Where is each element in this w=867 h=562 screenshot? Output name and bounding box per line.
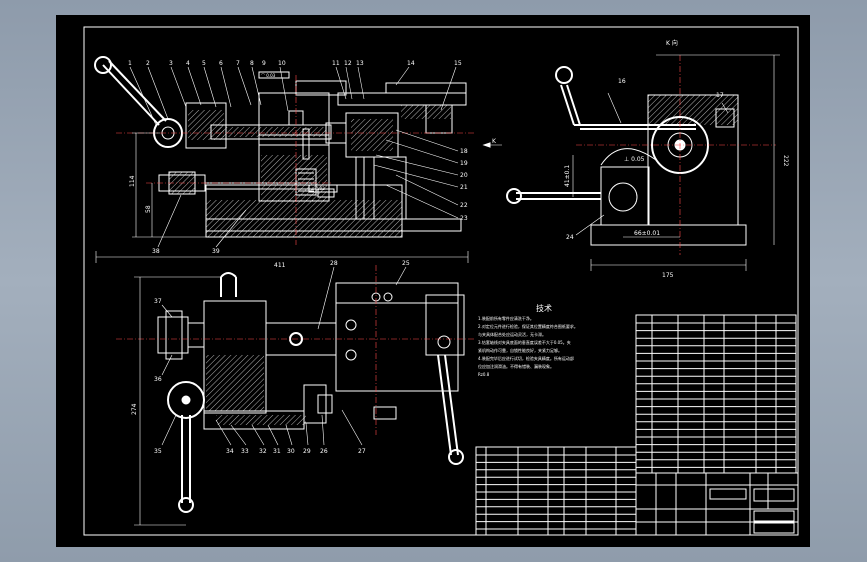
part-4: 4 <box>186 60 190 67</box>
tolerance-tag-lower: ⊥ 0.02 <box>311 186 325 191</box>
note-line-2: 2.对定位元件进行检验，保证其位置精度符合图纸要求。 <box>478 323 578 329</box>
part-23: 23 <box>460 215 468 222</box>
part-26: 26 <box>320 448 328 455</box>
part-16: 16 <box>618 78 626 85</box>
side-view-labels: K 向 16 17 24 175 222 66±0.01 41±0.1 ⊥ 0.… <box>564 39 789 279</box>
dim-58: 58 <box>145 205 152 213</box>
front-view-labels: 1 2 3 4 5 6 7 8 9 10 11 12 13 14 15 18 1… <box>128 60 497 269</box>
part-33: 33 <box>241 448 249 455</box>
part-29: 29 <box>303 448 311 455</box>
parts-list-right <box>635 314 797 474</box>
tolerance-tag-top: ⌒ 0.03 <box>261 72 276 78</box>
part-24: 24 <box>566 234 574 241</box>
drawing-sheet: 1 2 3 4 5 6 7 8 9 10 11 12 13 14 15 18 1… <box>56 15 810 547</box>
part-37: 37 <box>154 298 162 305</box>
plan-view-labels: 28 25 37 36 35 34 33 32 31 30 29 26 27 2… <box>131 260 410 455</box>
part-32: 32 <box>259 448 267 455</box>
note-line-8: Rz0.8 <box>478 372 490 377</box>
part-7: 7 <box>236 60 240 67</box>
dim-175: 175 <box>662 272 674 279</box>
part-17: 17 <box>716 92 724 99</box>
part-1: 1 <box>128 60 132 67</box>
dim-411: 411 <box>274 262 286 269</box>
part-22: 22 <box>460 202 468 209</box>
part-8: 8 <box>250 60 254 67</box>
note-line-4: 3.钻套轴线对夹具底面的垂直度误差不大于0.05。夹 <box>478 339 571 345</box>
part-11: 11 <box>332 60 340 67</box>
part-13: 13 <box>356 60 364 67</box>
part-35: 35 <box>154 448 162 455</box>
part-31: 31 <box>273 448 281 455</box>
section-arrow-k: K <box>492 138 497 145</box>
technical-notes: 技术 1.装配前所有零件应清洗干净。 2.对定位元件进行检验，保证其位置精度符合… <box>478 303 578 377</box>
dim-114: 114 <box>129 175 136 187</box>
inner-frame <box>83 26 799 536</box>
front-view <box>94 56 502 263</box>
dim-41: 41±0.1 <box>564 165 571 187</box>
notes-title: 技术 <box>536 303 552 313</box>
part-3: 3 <box>169 60 173 67</box>
part-20: 20 <box>460 172 468 179</box>
part-25: 25 <box>402 260 410 267</box>
part-34: 34 <box>226 448 234 455</box>
part-27: 27 <box>358 448 366 455</box>
side-view-k <box>506 54 780 271</box>
view-label-k: K 向 <box>666 39 678 47</box>
part-9: 9 <box>262 60 266 67</box>
note-line-1: 1.装配前所有零件应清洗干净。 <box>478 315 534 321</box>
part-2: 2 <box>146 60 150 67</box>
part-28: 28 <box>330 260 338 267</box>
part-38: 38 <box>152 248 160 255</box>
part-12: 12 <box>344 60 352 67</box>
note-line-6: 4.装配完毕后应进行试切，检验夹具精度。所有运动部 <box>478 355 574 361</box>
part-14: 14 <box>407 60 415 67</box>
part-39: 39 <box>212 248 220 255</box>
note-line-3: 与夹具体配合处应运动灵活，无卡滞。 <box>478 331 546 337</box>
dim-66: 66±0.01 <box>634 230 660 237</box>
part-5: 5 <box>202 60 206 67</box>
assembly-drawing-svg: 1 2 3 4 5 6 7 8 9 10 11 12 13 14 15 18 1… <box>83 26 799 536</box>
note-line-7: 位应加注润滑油。不得有错装、漏装现象。 <box>478 363 554 369</box>
dim-222: 222 <box>782 155 789 167</box>
part-18: 18 <box>460 148 468 155</box>
part-36: 36 <box>154 376 162 383</box>
note-line-5: 紧机构动作可靠，自锁性能良好，夹紧力足够。 <box>478 347 562 353</box>
part-21: 21 <box>460 184 468 191</box>
title-block <box>635 472 799 536</box>
parts-list-left <box>475 446 637 536</box>
part-6: 6 <box>219 60 223 67</box>
part-30: 30 <box>287 448 295 455</box>
part-10: 10 <box>278 60 286 67</box>
dim-274: 274 <box>131 403 138 415</box>
part-15: 15 <box>454 60 462 67</box>
dim-perp-005: ⊥ 0.05 <box>624 156 645 163</box>
plan-view <box>116 265 476 526</box>
part-19: 19 <box>460 160 468 167</box>
